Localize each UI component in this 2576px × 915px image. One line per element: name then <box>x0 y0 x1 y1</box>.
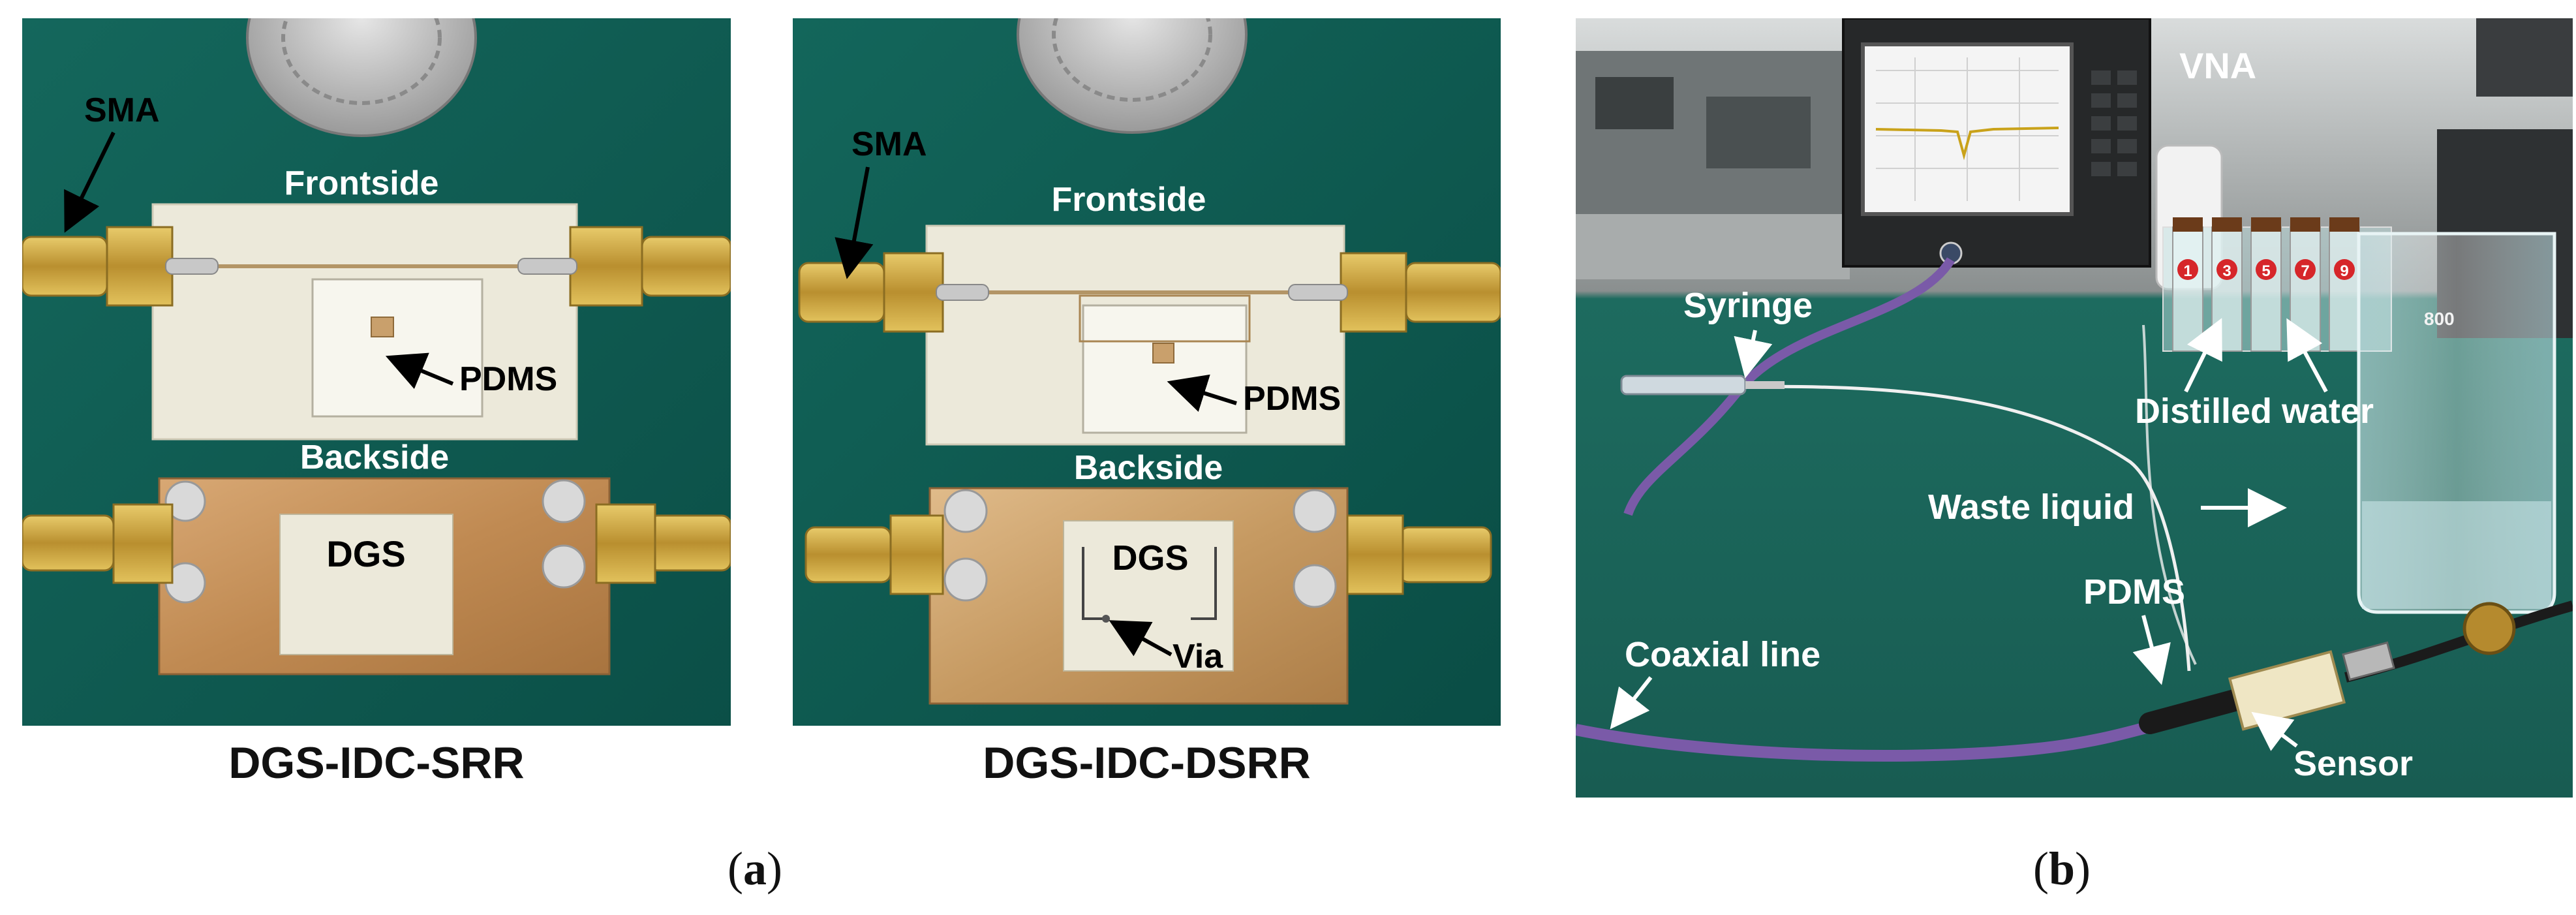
panel-letter-b: b <box>2048 843 2076 895</box>
arrow-syringe <box>1734 330 1773 379</box>
solder-joint <box>943 489 988 533</box>
label-syringe: Syringe <box>1683 286 1813 325</box>
syringe <box>1620 375 1747 395</box>
arrow-distilled-water-1 <box>2184 318 2222 393</box>
vna-trace <box>1875 127 2059 161</box>
vial-number-labels: 1 3 5 7 9 <box>2177 259 2355 280</box>
dsrr-ring <box>1079 294 1251 343</box>
back-wall-equipment <box>1595 77 1674 129</box>
caption-dgs-idc-dsrr: DGS-IDC-DSRR <box>983 738 1311 788</box>
vial-number: 3 <box>2222 262 2231 280</box>
label-frontside: Frontside <box>284 164 439 202</box>
resonator <box>1152 343 1174 364</box>
resonator <box>371 317 394 337</box>
sma-connector-back-right <box>1346 514 1492 595</box>
photo-dgs-idc-dsrr-svg: SMA Frontside PDMS Backside DGS Via <box>793 18 1501 726</box>
sma-connector-back-left <box>22 503 174 584</box>
pdms-block <box>311 278 483 418</box>
label-waste-liquid: Waste liquid <box>1928 488 2134 527</box>
vial-number: 1 <box>2183 262 2192 280</box>
dgs-slot <box>1191 547 1217 620</box>
vna-keypad <box>2091 70 2137 176</box>
pdms-block <box>1082 304 1248 434</box>
via <box>1102 615 1110 623</box>
dgs-slot <box>1082 547 1106 620</box>
side-monitor <box>2476 18 2573 97</box>
beaker-mark: 800 <box>2424 309 2455 329</box>
photo-measurement-setup-svg: 1 3 5 7 9 800 VNA Syringe Distilled wate… <box>1576 18 2573 798</box>
label-pdms: PDMS <box>2083 572 2185 612</box>
solder-joint <box>943 557 988 602</box>
sensor-device <box>2228 641 2395 731</box>
photo-dgs-idc-dsrr: SMA Frontside PDMS Backside DGS Via <box>793 18 1501 726</box>
tube <box>1732 384 2191 672</box>
arrow-distilled-water-2 <box>2286 318 2328 393</box>
beaker-liquid <box>2362 501 2551 609</box>
arrow-sma <box>64 131 115 233</box>
sma-connector-front-left <box>22 226 219 307</box>
sma-connector-front-left <box>798 252 989 333</box>
vna-screen-grid <box>1876 57 2059 201</box>
tube <box>2142 324 2197 665</box>
label-dgs: DGS <box>326 533 405 574</box>
arrow-pdms <box>385 352 454 390</box>
solder-joint <box>542 544 586 589</box>
arrow-coaxial-line <box>1610 676 1653 730</box>
label-sma: SMA <box>851 125 927 163</box>
arrow-pdms <box>2132 615 2171 685</box>
solder-joint <box>1293 489 1337 533</box>
solder-joint <box>164 480 206 522</box>
dgs-window <box>279 514 453 655</box>
vial-number: 7 <box>2301 262 2309 280</box>
panel-label-b: (b) <box>2033 843 2091 895</box>
coaxial-cable <box>1576 717 2165 762</box>
label-pdms: PDMS <box>459 360 557 398</box>
label-backside: Backside <box>300 439 449 476</box>
panel-letter-a: a <box>743 843 767 895</box>
label-vna: VNA <box>2179 45 2256 86</box>
coin <box>1017 18 1248 134</box>
photo-dgs-idc-srr-svg: SMA Frontside PDMS Backside DGS <box>22 18 731 726</box>
label-sma: SMA <box>84 91 160 129</box>
arrow-pdms <box>1167 374 1237 412</box>
solder-joint <box>542 479 586 523</box>
coin-detail <box>1052 18 1212 102</box>
sma-connector-back-left <box>805 514 944 595</box>
label-via: Via <box>1173 638 1223 675</box>
label-dgs: DGS <box>1112 538 1188 578</box>
sma-connector-back-right <box>595 503 731 584</box>
photo-measurement-setup: 1 3 5 7 9 800 VNA Syringe Distilled wate… <box>1576 18 2573 798</box>
back-wall-equipment <box>1706 97 1811 168</box>
vial-number: 9 <box>2340 262 2348 280</box>
connector-brass <box>2462 602 2516 655</box>
window-blinds <box>1576 214 1850 279</box>
label-pdms: PDMS <box>1243 380 1341 418</box>
sma-connector-front-right <box>1288 252 1501 333</box>
label-sensor: Sensor <box>2293 744 2413 783</box>
label-backside: Backside <box>1074 449 1223 487</box>
arrow-sma <box>835 166 874 279</box>
coin-detail <box>281 18 442 105</box>
cable-black <box>2139 689 2246 734</box>
arrow-sensor <box>2251 711 2298 751</box>
vial-number: 5 <box>2262 262 2270 280</box>
panel-label-a: (a) <box>728 843 782 895</box>
syringe-tip <box>1745 381 1785 389</box>
photo-dgs-idc-srr: SMA Frontside PDMS Backside DGS <box>22 18 731 726</box>
solder-joint <box>1293 564 1337 608</box>
sma-connector-front-right <box>517 226 731 307</box>
caption-dgs-idc-srr: DGS-IDC-SRR <box>228 738 525 788</box>
arrow-via <box>1109 620 1173 657</box>
label-distilled-water: Distilled water <box>2135 392 2374 431</box>
label-frontside: Frontside <box>1052 181 1206 219</box>
label-coaxial-line: Coaxial line <box>1625 635 1820 674</box>
coin <box>246 18 477 137</box>
